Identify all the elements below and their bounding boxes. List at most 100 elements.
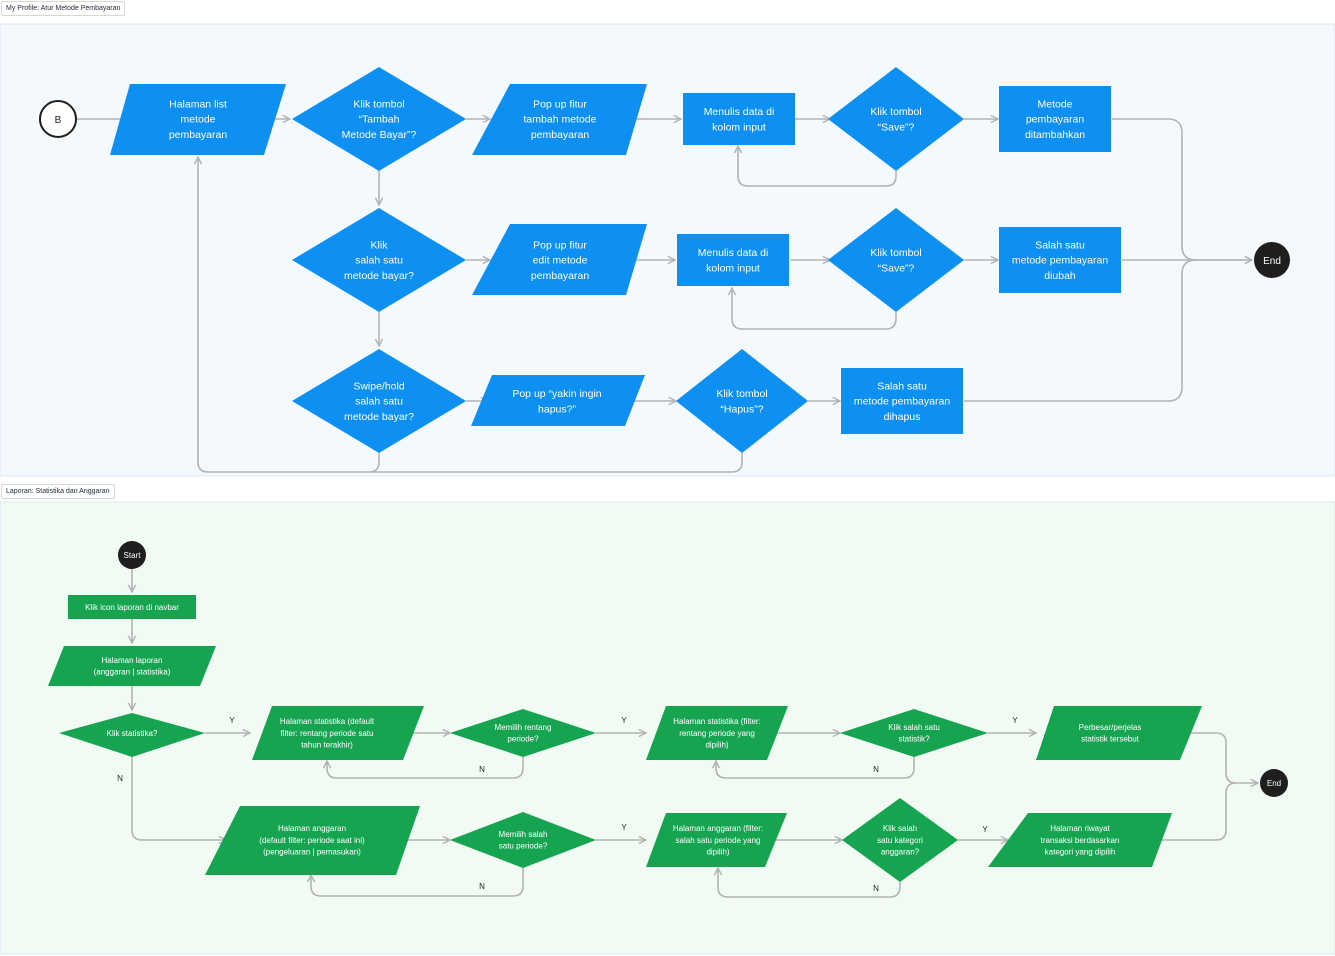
label-n-statistika: N: [117, 774, 123, 783]
decision-hapus-select: [292, 349, 466, 453]
node-tulis-2-text: Menulis data di kolom input: [698, 247, 769, 274]
text-line: Salah satu: [877, 380, 927, 392]
start-terminal-report-label: Start: [124, 551, 142, 560]
node-tulis-1: [683, 93, 795, 145]
text-line: “Save”?: [878, 121, 915, 133]
text-line: salah satu periode yang: [676, 836, 761, 845]
text-line: Klik tombol: [870, 247, 921, 259]
text-line: dihapus: [884, 411, 921, 423]
decision-statistik: [840, 709, 988, 757]
text-line: diubah: [1044, 270, 1076, 282]
node-ang-filter: [646, 813, 787, 867]
text-line: salah satu: [355, 255, 403, 267]
text-line: Klik tombol: [870, 106, 921, 118]
decision-kategori: [842, 798, 958, 882]
text-line: Menulis data di: [698, 247, 769, 259]
text-line: dipilih): [705, 740, 728, 749]
node-perbesar: [1036, 706, 1202, 760]
node-popup-edit: [472, 224, 647, 295]
node-halaman-laporan-text: Halaman laporan(anggaran | statistika): [94, 656, 171, 677]
end-terminal-report: [1260, 769, 1288, 797]
text-line: metode bayar?: [344, 411, 414, 423]
text-line: Halaman statistika (filter:: [673, 717, 761, 726]
node-klik-icon: [68, 595, 196, 619]
text-line: Klik tombol: [353, 99, 404, 111]
node-popup-edit-text: Pop up fitur edit metode pembayaran: [531, 240, 590, 282]
text-line: “Save”?: [878, 262, 915, 274]
text-line: Halaman statistika (default: [280, 717, 375, 726]
text-line: tambah metode: [524, 114, 597, 126]
text-line: Menulis data di: [704, 106, 775, 118]
decision-statistika: [59, 713, 205, 757]
text-line: rentang periode yang: [679, 729, 755, 738]
text-line: anggaran?: [881, 847, 920, 856]
label-y-rentang: Y: [621, 716, 627, 725]
node-stat-filter: [646, 706, 788, 760]
decision-save-2-text: Klik tombol “Save”?: [870, 247, 921, 274]
text-line: Swipe/hold: [353, 380, 405, 392]
frame-label-payment: My Profile: Atur Metode Pembayaran: [1, 1, 126, 16]
node-hasil-hapus-text: Salah satu metode pembayaran dihapus: [854, 380, 950, 423]
text-line: pembayaran: [1026, 114, 1085, 126]
node-stat-default: [252, 706, 424, 760]
text-line: Halaman anggaran (filter:: [673, 824, 763, 833]
decision-statistika-text: Klik statistika?: [107, 729, 158, 738]
node-halaman-laporan: [48, 646, 216, 686]
text-line: ditambahkan: [1025, 129, 1085, 141]
text-line: Pop up fitur: [533, 240, 587, 252]
decision-edit: [292, 208, 466, 312]
text-line: “Tambah: [359, 114, 400, 126]
node-ang-filter-text: Halaman anggaran (filter: salah satu peri…: [673, 824, 763, 856]
node-popup-tambah: [472, 84, 647, 155]
start-terminal-label: B: [55, 115, 62, 126]
text-line: Halaman riwayat: [1050, 824, 1110, 833]
text-line: Halaman list: [169, 99, 227, 111]
node-klik-icon-text: Klik icon laporan di navbar: [85, 603, 179, 612]
node-hasil-tambah: [999, 86, 1111, 152]
text-line: edit metode: [533, 255, 588, 267]
text-line: Klik icon laporan di navbar: [85, 603, 179, 612]
decision-satu-periode: [450, 812, 596, 868]
end-terminal-payment-label: End: [1263, 256, 1281, 267]
decision-hapus-select-text: Swipe/hold salah satu metode bayar?: [344, 380, 414, 423]
text-line: statistik?: [898, 735, 930, 744]
text-line: kategori yang dipilih: [1045, 847, 1116, 856]
text-line: Perbesar/perjelas: [1079, 723, 1142, 732]
label-y-kategori: Y: [982, 825, 988, 834]
text-line: kolom input: [712, 121, 766, 133]
text-line: transaksi berdasarkan: [1041, 836, 1120, 845]
text-line: metode bayar?: [344, 270, 414, 282]
text-line: pembayaran: [531, 270, 590, 282]
text-line: Memilih rentang: [495, 723, 552, 732]
text-line: Metode Bayar”?: [342, 129, 417, 141]
text-line: Metode: [1037, 99, 1072, 111]
text-line: (anggaran | statistika): [94, 668, 171, 677]
text-line: Klik: [371, 240, 389, 252]
label-n-satu-periode: N: [479, 882, 485, 891]
node-hasil-tambah-text: Metode pembayaran ditambahkan: [1025, 99, 1085, 141]
end-terminal-payment: [1254, 242, 1290, 278]
node-halaman-list: [110, 84, 286, 155]
text-line: kolom input: [706, 262, 760, 274]
node-perbesar-text: Perbesar/perjelas statistik tersebut: [1079, 723, 1142, 744]
report-connectors: [132, 568, 1258, 898]
text-line: Klik tombol: [716, 388, 767, 400]
text-line: statistik tersebut: [1081, 735, 1140, 744]
text-line: pembayaran: [169, 129, 228, 141]
text-line: Memilih salah: [499, 830, 548, 839]
start-terminal-report: [118, 541, 146, 569]
text-line: pembayaran: [531, 129, 590, 141]
text-line: metode pembayaran: [1012, 255, 1108, 267]
decision-edit-text: Klik salah satu metode bayar?: [344, 240, 414, 282]
text-line: salah satu: [355, 396, 403, 408]
text-line: metode pembayaran: [854, 396, 950, 408]
label-y-statistik: Y: [1012, 716, 1018, 725]
label-y-satu-periode: Y: [621, 823, 627, 832]
